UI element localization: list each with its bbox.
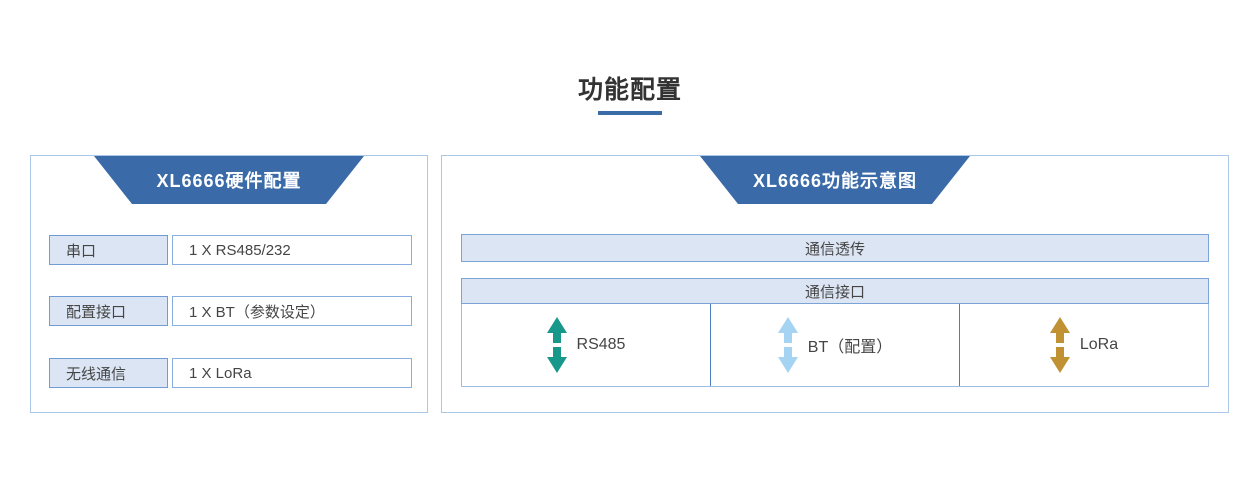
passthrough-bar: 通信透传 — [461, 234, 1209, 262]
hw-row-label-config-interface: 配置接口 — [49, 296, 168, 326]
title-underline — [598, 111, 662, 115]
function-diagram-header-label: XL6666功能示意图 — [752, 171, 918, 191]
interface-table-body: RS485 BT（配置） LoRa — [461, 304, 1209, 387]
hw-row-label-serial: 串口 — [49, 235, 168, 265]
hardware-config-panel: XL6666硬件配置 串口 1 X RS485/232 配置接口 1 X BT（… — [30, 155, 428, 413]
interface-label-lora: LoRa — [1079, 336, 1119, 353]
interface-cell-bt: BT（配置） — [710, 304, 959, 386]
hw-row-value-wireless: 1 X LoRa — [172, 358, 412, 388]
hw-row-value-config-interface: 1 X BT（参数设定） — [172, 296, 412, 326]
function-diagram-panel: XL6666功能示意图 通信透传 通信接口 RS485 — [441, 155, 1229, 413]
page-title: 功能配置 — [577, 76, 682, 104]
hw-row-label-wireless: 无线通信 — [49, 358, 168, 388]
up-down-arrow-icon — [777, 317, 798, 373]
hw-row-value-serial: 1 X RS485/232 — [172, 235, 412, 265]
interface-cell-lora: LoRa — [959, 304, 1208, 386]
interface-label-rs485: RS485 — [576, 336, 626, 353]
interface-table-header: 通信接口 — [461, 278, 1209, 304]
hardware-config-header-label: XL6666硬件配置 — [156, 171, 302, 191]
up-down-arrow-icon — [546, 317, 567, 373]
hardware-config-header: XL6666硬件配置 — [94, 156, 364, 204]
interface-table: 通信接口 RS485 BT（配置） — [461, 278, 1209, 387]
interface-label-bt: BT（配置） — [807, 339, 893, 356]
interface-cell-rs485: RS485 — [462, 304, 710, 386]
function-diagram-header: XL6666功能示意图 — [700, 156, 970, 204]
up-down-arrow-icon — [1049, 317, 1070, 373]
